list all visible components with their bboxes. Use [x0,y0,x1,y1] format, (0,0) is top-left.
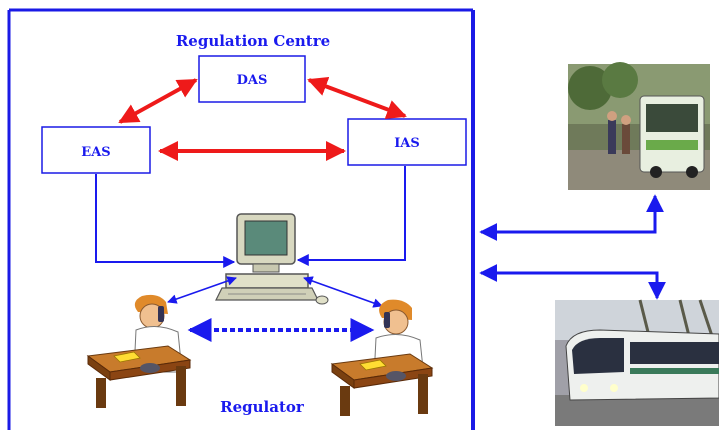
bus-photo [568,62,710,190]
centre-to-bus-connector [479,194,664,241]
workstation-to-right-regulator [303,276,383,308]
das-label: DAS [237,73,268,88]
computer-icon [215,213,329,305]
eas-node: EAS [41,126,151,174]
regulation-centre-frame [7,8,475,430]
tram-photo [555,299,719,426]
workstation-to-left-regulator [167,276,237,304]
regulator-label: Regulator [220,398,305,416]
right-operator-icon [330,299,434,416]
ias-node: IAS [347,118,467,166]
eas-label: EAS [81,145,110,160]
ias-label: IAS [394,136,420,151]
das-ias-link [307,76,407,120]
eas-to-workstation-connector [95,174,236,268]
ias-to-workstation-connector [296,166,406,266]
centre-to-tram-connector [479,264,666,300]
das-node: DAS [198,55,306,103]
regulation-centre-label: Regulation Centre [176,32,330,50]
left-operator-icon [86,294,192,408]
das-eas-link [118,78,198,124]
